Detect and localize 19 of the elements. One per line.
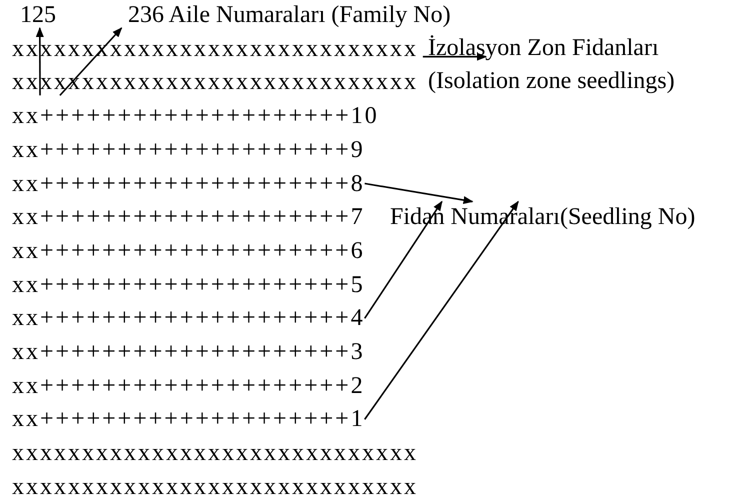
seedling-row: xx++++++++++++++++++++10 [12, 103, 379, 130]
family-number: 125 [20, 2, 56, 28]
seedling-row: xx++++++++++++++++++++5 [12, 272, 365, 298]
seedling-row: xx++++++++++++++++++++8 [12, 170, 365, 196]
seedling-row: xx++++++++++++++++++++2 [12, 372, 365, 399]
leader-arrow [364, 200, 519, 420]
border-row: xxxxxxxxxxxxxxxxxxxxxxxxxxxxx [12, 440, 418, 466]
leader-arrow [364, 182, 474, 204]
family-number-label: 236 Aile Numaraları (Family No) [128, 2, 451, 28]
border-row: xxxxxxxxxxxxxxxxxxxxxxxxxxxxx [12, 474, 418, 500]
leader-arrow [422, 52, 487, 61]
seedling-row: xx++++++++++++++++++++7 [12, 204, 365, 230]
seedling-row: xx++++++++++++++++++++3 [12, 339, 365, 365]
leader-arrow [364, 200, 443, 319]
seedling-row: xx++++++++++++++++++++9 [12, 136, 365, 163]
seedling-row: xx++++++++++++++++++++4 [12, 305, 365, 332]
seedling-row: xx++++++++++++++++++++6 [12, 238, 365, 264]
isolation-zone-label: İzolasyon Zon Fidanları (Isolation zone seedlings) [428, 32, 718, 100]
seedling-row: xx++++++++++++++++++++1 [12, 406, 365, 432]
